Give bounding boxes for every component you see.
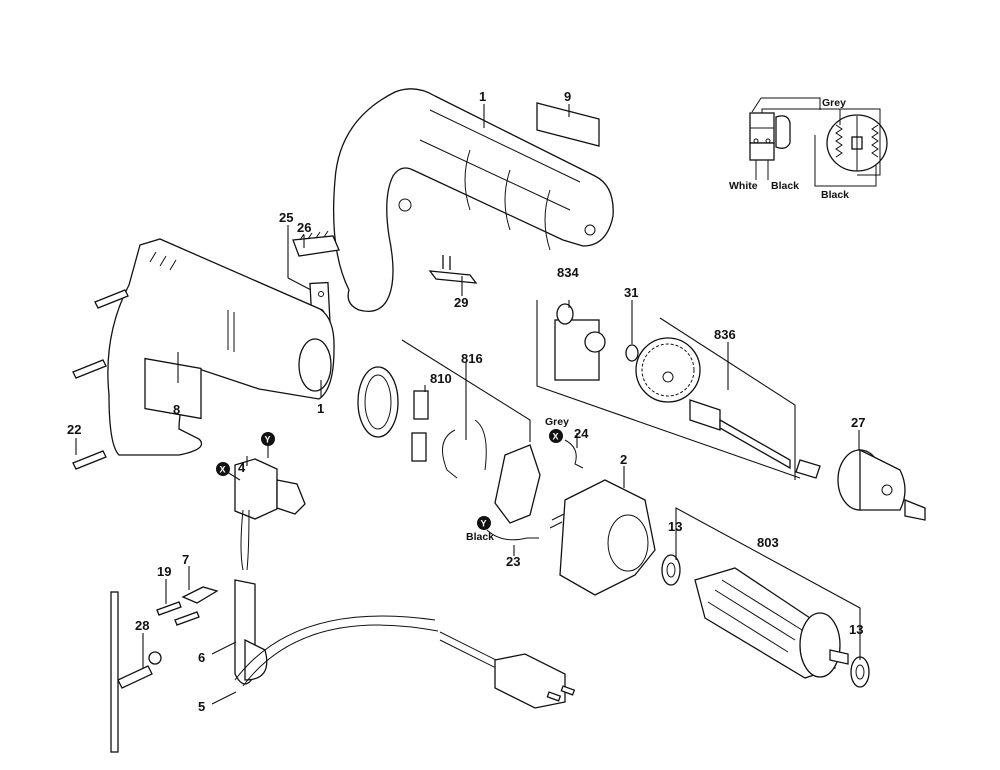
callout-24: 24 [574, 426, 589, 441]
callout-810: 810 [430, 371, 452, 386]
svg-text:X: X [220, 465, 226, 475]
clip-part-29 [428, 255, 478, 284]
callout-9: 9 [564, 89, 571, 104]
callout-5: 5 [198, 699, 205, 714]
marker-x-grey-wire: X [549, 429, 563, 443]
nameplate-part-9 [536, 102, 600, 147]
power-plug [494, 653, 576, 709]
callout-4: 4 [238, 460, 246, 475]
label-part-8 [144, 357, 202, 420]
screws-part-22 [72, 289, 129, 470]
shaft-bearing [689, 399, 721, 431]
brush-holder-assembly-816 [357, 339, 541, 524]
switch-trigger [775, 115, 791, 149]
marker-x-switch: X [216, 462, 230, 476]
large-gear [635, 337, 701, 403]
callout-816: 816 [461, 351, 483, 366]
housing-half-part-1 [333, 88, 614, 313]
switch-part-4 [234, 458, 306, 571]
callout-1: 1 [479, 89, 486, 104]
leader-lines [75, 104, 860, 705]
wiring-schematic: Grey White Black Black [729, 97, 888, 201]
callout-834: 834 [557, 265, 579, 280]
brush-holder-plate [494, 444, 541, 524]
small-gear [584, 331, 606, 353]
callout-23: 23 [506, 554, 520, 569]
callout-19: 19 [157, 564, 171, 579]
chuck-part-27 [837, 448, 926, 521]
wire-black-label: Black [466, 531, 494, 543]
switch-lower [749, 142, 775, 161]
callout-13-front: 13 [668, 519, 682, 534]
wiring-black-motor-label: Black [821, 189, 849, 201]
armature-part-803 [675, 507, 861, 679]
wire-part-23 [486, 529, 539, 541]
lock-button-part-26 [292, 235, 340, 257]
brush-ring [357, 366, 399, 438]
callout-28: 28 [135, 618, 149, 633]
brush-spring-2 [474, 419, 487, 471]
callout-2: 2 [620, 452, 627, 467]
power-cord-part-5 [234, 615, 436, 681]
callout-29: 29 [454, 295, 468, 310]
field-stator-part-2 [549, 479, 656, 596]
bearing-part-13-rear [850, 656, 870, 688]
tool-part-28 [110, 591, 162, 753]
tool-shaft [110, 591, 119, 753]
wiring-white-label: White [729, 180, 758, 192]
marker-y-black-wire: Y [477, 516, 491, 530]
callout-22: 22 [67, 422, 81, 437]
brush-spring-1 [442, 429, 458, 479]
callout-13-rear: 13 [849, 622, 863, 637]
brush-lower [411, 432, 427, 462]
callout-31: 31 [624, 285, 638, 300]
wiring-grey-label: Grey [822, 97, 846, 109]
brush-upper [413, 390, 429, 420]
callout-labels: 1 1 2 4 5 6 7 8 9 13 13 19 22 23 24 25 2… [67, 89, 865, 714]
drill-housing-assembly [107, 238, 335, 456]
svg-text:Y: Y [265, 435, 271, 445]
bearing-part-13-front [661, 554, 681, 586]
callout-1-housing: 1 [317, 401, 324, 416]
wire-grey-label: Grey [545, 416, 569, 428]
callout-25: 25 [279, 210, 293, 225]
callout-26: 26 [297, 220, 311, 235]
callout-836: 836 [714, 327, 736, 342]
spring-part-31 [625, 344, 639, 362]
gear-plate-assembly-834 [536, 300, 801, 479]
wire-part-24 [564, 439, 584, 469]
bushing [556, 303, 574, 325]
marker-y-switch: Y [261, 432, 275, 446]
callout-803: 803 [757, 535, 779, 550]
cable-clamp-part-7 [181, 586, 219, 604]
svg-text:Y: Y [481, 519, 487, 529]
screw-part-19 [156, 601, 182, 616]
callout-6: 6 [198, 650, 205, 665]
cord-guard-part-6 [234, 579, 268, 685]
svg-text:X: X [553, 432, 559, 442]
spindle [719, 418, 791, 470]
spindle-thread [795, 459, 821, 479]
gear-shaft-assembly-836 [635, 317, 821, 480]
screw-part-19b [174, 611, 200, 626]
wiring-black-switch-label: Black [771, 180, 799, 192]
callout-7: 7 [182, 552, 189, 567]
callout-8: 8 [173, 402, 180, 417]
callout-27: 27 [851, 415, 865, 430]
